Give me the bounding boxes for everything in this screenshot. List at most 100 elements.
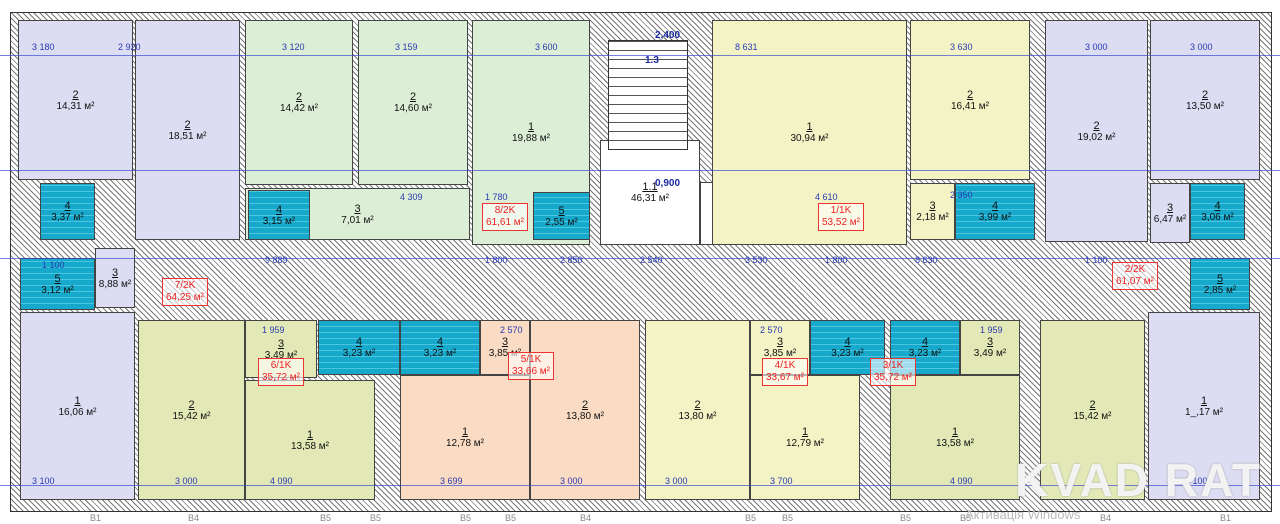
room-number: 1 <box>306 428 314 441</box>
room-number: 1 <box>801 426 809 438</box>
dimension-label: 3 120 <box>282 42 305 52</box>
room-number: 5 <box>1216 272 1224 285</box>
stair-label: 1.3 <box>645 55 659 66</box>
room-area: 3,15 м² <box>262 215 296 227</box>
room-number: 4 <box>355 336 363 348</box>
room-area: 3,06 м² <box>1201 212 1234 223</box>
room-number: 1 <box>1200 394 1208 407</box>
apartment-code: 2/2K <box>1124 264 1146 275</box>
room-number: 4 <box>1214 200 1221 212</box>
room-number: 3 <box>929 200 936 212</box>
axis-label: В4 <box>188 513 200 523</box>
room-number: 3 <box>776 336 784 348</box>
apartment-code: 3/1K <box>882 360 904 371</box>
room-area: 19,02 м² <box>1077 131 1116 143</box>
room-number: 3 <box>1166 201 1174 214</box>
dimension-label: 4 090 <box>950 476 973 486</box>
room-number: 1 <box>74 394 81 407</box>
room-number: 5 <box>558 204 565 217</box>
apartment-area: 53,52 м² <box>822 217 861 228</box>
room-number: 1 <box>527 121 535 133</box>
room-number: 5 <box>54 272 61 285</box>
room-area: 15,42 м² <box>1073 410 1112 422</box>
staircase <box>608 40 688 150</box>
room-number: 2 <box>1201 88 1209 101</box>
dimension-line <box>0 485 1280 486</box>
room-area: 16,06 м² <box>58 406 97 418</box>
dimension-label: 3 100 <box>1185 476 1208 486</box>
room-number: 3 <box>111 266 119 279</box>
room-number: 3 <box>277 337 285 350</box>
room-number: 2 <box>184 118 191 131</box>
axis-label: В4 <box>580 513 592 523</box>
room-area: 16,41 м² <box>950 100 989 112</box>
dimension-label: 3 159 <box>395 42 418 52</box>
room-area: 14,60 м² <box>393 103 432 114</box>
room-number: 2 <box>1089 398 1096 411</box>
dimension-label: 4 090 <box>270 476 293 486</box>
room-number: 2 <box>295 91 303 103</box>
watermark-logo: KVAD RAT <box>1015 454 1262 506</box>
room-area: 13,50 м² <box>1185 100 1224 112</box>
dimension-label: 3 000 <box>560 476 583 486</box>
room-area: 46,31 м² <box>630 193 669 204</box>
dimension-label: 2 570 <box>500 325 523 335</box>
room-area: 8,88 м² <box>98 278 132 290</box>
dimension-label: 8 631 <box>735 42 758 52</box>
room-area: 3,23 м² <box>423 348 457 359</box>
apartment-area: 33,67 м² <box>766 372 805 383</box>
apartment-code: 8/2K <box>494 205 516 216</box>
room-number: 3 <box>354 202 361 215</box>
room-area: 3,49 м² <box>973 348 1007 359</box>
dimension-label: 2 850 <box>560 255 583 265</box>
room-number: 3 <box>986 336 994 348</box>
dimension-label: 1 959 <box>980 325 1003 335</box>
dimension-label: 3 000 <box>665 476 688 486</box>
dimension-label: 8 630 <box>915 255 938 265</box>
axis-label: В5 <box>320 513 332 523</box>
room-area: 3,23 м² <box>831 348 864 359</box>
room-area: 2,85 м² <box>1203 284 1237 296</box>
room-number: 2 <box>188 398 195 411</box>
room-number: 2 <box>966 88 974 101</box>
dimension-label: 3 700 <box>770 476 793 486</box>
dimension-label: 1 780 <box>485 192 508 202</box>
level-mid: 0,900 <box>655 178 681 189</box>
dimension-label: 2 920 <box>118 42 141 52</box>
dimension-label: 1 100 <box>1085 255 1108 265</box>
apartment-code: 7/2K <box>174 280 196 291</box>
axis-label: В5 <box>900 513 912 523</box>
room-area: 3,12 м² <box>41 284 74 296</box>
axis-label: В5 <box>745 513 757 523</box>
apartment-area: 61,07 м² <box>1116 276 1155 287</box>
room-number: 4 <box>844 336 851 348</box>
room-area: 6,47 м² <box>1153 213 1187 225</box>
axis-label: В5 <box>370 513 382 523</box>
room-area: 30,94 м² <box>790 133 829 144</box>
dimension-label: 3 000 <box>1085 42 1108 52</box>
